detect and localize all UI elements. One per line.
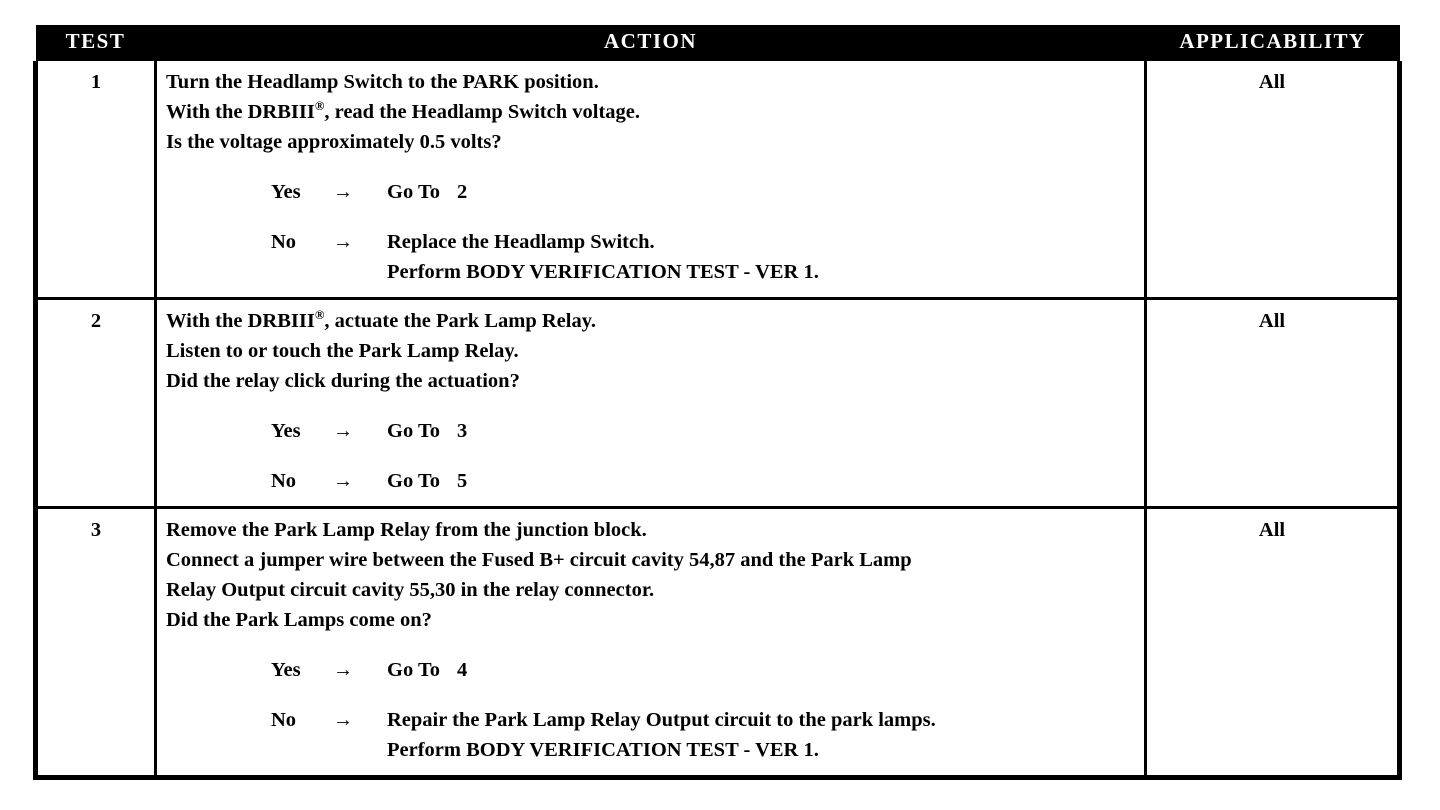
branch-result: Go To 5 (387, 466, 1140, 496)
goto-target-number: 3 (457, 420, 468, 442)
action-cell: Turn the Headlamp Switch to the PARK pos… (155, 61, 1147, 299)
branch-result: Replace the Headlamp Switch. Perform BODY… (387, 227, 1140, 287)
action-cell: With the DRBIII®, actuate the Park Lamp … (155, 297, 1147, 508)
branch-result: Go To 2 (387, 177, 1140, 207)
applicability-cell: All (1145, 61, 1402, 299)
goto-label: Go To (387, 470, 440, 492)
applicability-cell: All (1145, 297, 1402, 508)
goto-line: Go To 2 (387, 177, 1140, 207)
statement-line: Did the Park Lamps come on? (166, 609, 432, 631)
goto-target-number: 5 (457, 470, 468, 492)
test-number-cell: 1 (33, 61, 157, 299)
branch-result: Go To 3 (387, 416, 1140, 446)
statement-line: Relay Output circuit cavity 55,30 in the… (166, 579, 655, 601)
arrow-right-icon: → (333, 470, 353, 492)
result-line: Repair the Park Lamp Relay Output circui… (387, 709, 936, 731)
goto-target-number: 4 (457, 659, 468, 681)
branch-answer-label: No (271, 709, 297, 731)
column-header-action: ACTION (155, 25, 1146, 61)
result-line: Replace the Headlamp Switch. (387, 231, 655, 253)
goto-label: Go To (387, 181, 440, 203)
column-header-test: TEST (35, 25, 156, 61)
registered-trademark-icon: ® (314, 99, 325, 114)
table-body: 1 Turn the Headlamp Switch to the PARK po… (33, 61, 1402, 780)
statement-line: Remove the Park Lamp Relay from the junc… (166, 519, 647, 541)
arrow-right-icon: → (333, 181, 353, 203)
statement-list: With the DRBIII®, actuate the Park Lamp … (166, 306, 1140, 396)
goto-line: Go To 3 (387, 416, 1140, 446)
applicability-cell: All (1145, 506, 1402, 780)
statement-line: With the DRBIII®, read the Headlamp Swit… (166, 99, 641, 123)
action-cell: Remove the Park Lamp Relay from the junc… (155, 506, 1147, 780)
statement-line: Connect a jumper wire between the Fused … (166, 549, 912, 571)
test-number-cell: 3 (33, 506, 157, 780)
goto-target-number: 2 (457, 181, 468, 203)
arrow-right-icon: → (333, 420, 353, 442)
table-header-row: TEST ACTION APPLICABILITY (35, 25, 1400, 61)
result-line: Perform BODY VERIFICATION TEST - VER 1. (387, 261, 819, 283)
branch-answer-label: No (271, 231, 297, 253)
table-header: TEST ACTION APPLICABILITY (35, 25, 1400, 61)
registered-trademark-icon: ® (314, 308, 325, 323)
branch-answer-label: Yes (271, 181, 301, 203)
branch-row: No → Replace the Headlamp Switch. Perform B… (166, 227, 1140, 287)
arrow-right-icon: → (333, 709, 353, 731)
goto-line: Go To 5 (387, 466, 1140, 496)
goto-label: Go To (387, 420, 440, 442)
branch-row: No → Go To 5 (166, 466, 1140, 496)
branch-answer-label: Yes (271, 420, 301, 442)
branch-answer-label: No (271, 470, 297, 492)
goto-label: Go To (387, 659, 440, 681)
result-line: Perform BODY VERIFICATION TEST - VER 1. (387, 739, 819, 761)
statement-line: Listen to or touch the Park Lamp Relay. (166, 340, 519, 362)
branch-row: Yes → Go To 4 (166, 655, 1140, 685)
diagnostic-test-table: TEST ACTION APPLICABILITY 1 Turn the Head… (33, 25, 1402, 780)
branch-result: Repair the Park Lamp Relay Output circui… (387, 705, 1140, 765)
arrow-right-icon: → (333, 659, 353, 681)
goto-line: Go To 4 (387, 655, 1140, 685)
statement-list: Remove the Park Lamp Relay from the junc… (166, 515, 1140, 635)
branch-row: Yes → Go To 3 (166, 416, 1140, 446)
table-row: 1 Turn the Headlamp Switch to the PARK po… (33, 61, 1402, 299)
statement-line: Turn the Headlamp Switch to the PARK pos… (166, 71, 599, 93)
branch-row: No → Repair the Park Lamp Relay Output cir… (166, 705, 1140, 765)
table-row: 2 With the DRBIII®, actuate the Park Lamp… (33, 297, 1402, 508)
branch-answer-label: Yes (271, 659, 301, 681)
statement-line: Did the relay click during the actuation… (166, 370, 520, 392)
branch-result: Go To 4 (387, 655, 1140, 685)
statement-line: Is the voltage approximately 0.5 volts? (166, 131, 502, 153)
table-row: 3 Remove the Park Lamp Relay from the jun… (33, 506, 1402, 780)
column-header-applicability: APPLICABILITY (1145, 25, 1400, 61)
test-number-cell: 2 (33, 297, 157, 508)
statement-list: Turn the Headlamp Switch to the PARK pos… (166, 67, 1140, 157)
branch-row: Yes → Go To 2 (166, 177, 1140, 207)
statement-line: With the DRBIII®, actuate the Park Lamp … (166, 308, 596, 332)
arrow-right-icon: → (333, 231, 353, 253)
